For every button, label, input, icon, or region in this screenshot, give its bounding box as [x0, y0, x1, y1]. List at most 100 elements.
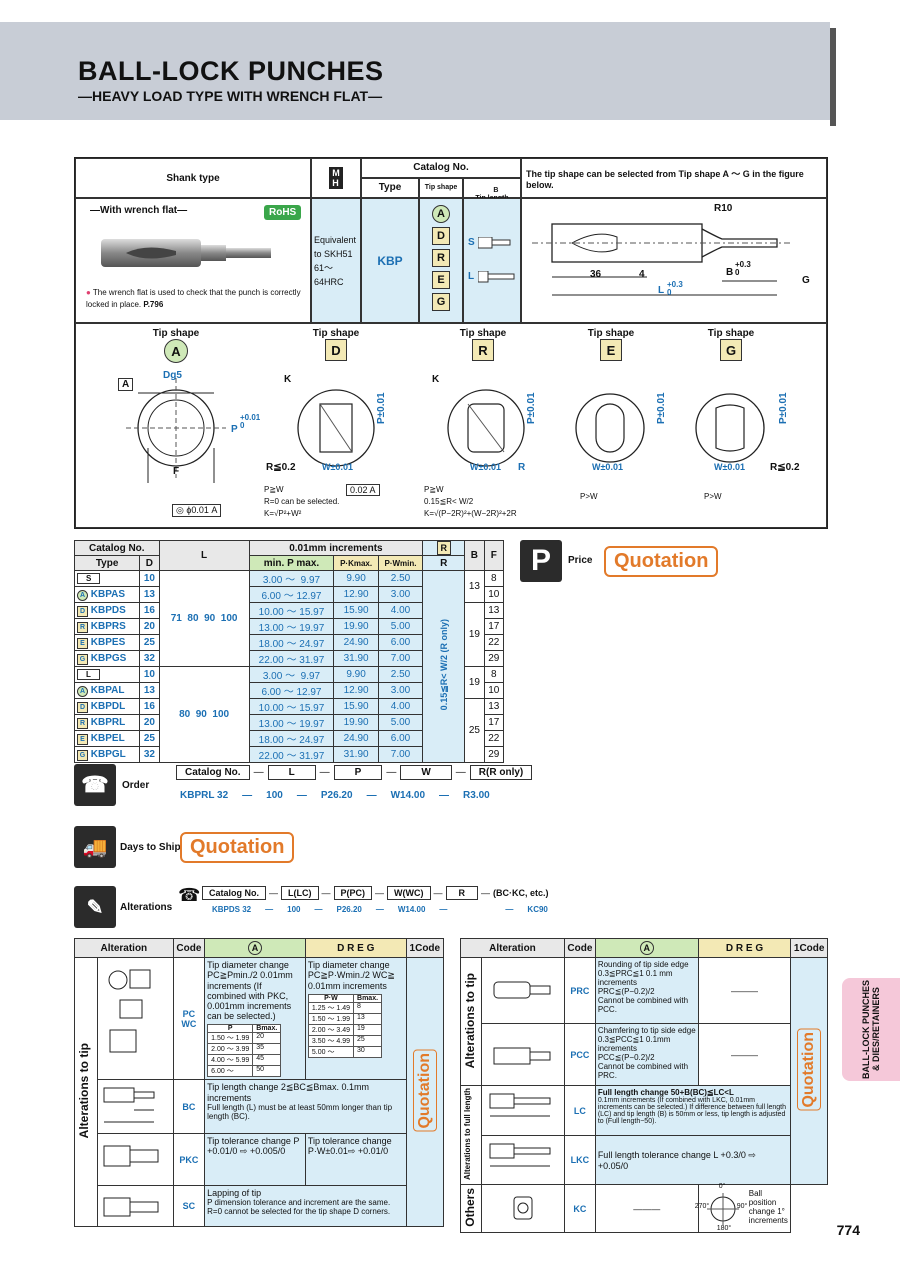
punch-drawing — [532, 223, 792, 296]
alt-right-table: Alteration Code A D R E G 1Code Alterati… — [460, 938, 828, 1233]
with-wrench-flat: —With wrench flat— — [90, 205, 188, 216]
spec-pk: 15.90 — [333, 602, 379, 619]
spec-h-increment: 0.01mm increments — [248, 540, 424, 556]
alt-code-prc: PRC — [570, 985, 590, 996]
alt-prc-note: Cannot be combined with PCC. — [597, 996, 689, 1014]
alt-pkc-a: Tip tolerance change P +0.01/0 ⇨ +0.005/… — [204, 1133, 306, 1186]
spec-d: 25 — [139, 730, 160, 747]
shape-list-cell: A D R E G — [419, 198, 463, 323]
side-tab[interactable]: BALL-LOCK PUNCHES & DIES/RETAINERS — [842, 978, 900, 1081]
spec-h-r-badge: R — [422, 540, 466, 556]
alt-ex-w: W14.00 — [397, 905, 426, 914]
tip-d-note-1: P≧W — [264, 485, 284, 494]
prc-diagram — [493, 981, 551, 999]
spec-type: R KBPRL — [73, 714, 141, 731]
tip-a-concentricity: ◎ ϕ0.01 A — [172, 504, 222, 517]
alterations-format: Catalog No.— L(LC)— P(PC)— W(WC)— R— (BC… — [202, 886, 549, 900]
spec-pk: 19.90 — [333, 714, 379, 731]
spec-d: 32 — [139, 650, 160, 667]
spec-d: 16 — [139, 602, 160, 619]
mh-header: M H — [311, 158, 361, 198]
spec-pk: 9.90 — [333, 666, 379, 683]
tip-d-k: K — [284, 374, 292, 385]
alt-field-etc: (BC·KC, etc.) — [493, 888, 549, 898]
spec-pk: 31.90 — [333, 746, 379, 763]
alt-right-group-others: Others — [463, 1188, 477, 1227]
spec-h-b: B — [464, 540, 485, 571]
kc-angle-diagram — [706, 1193, 739, 1225]
alt-sc-note-1: P dimension tolerance and increment are … — [207, 1198, 391, 1207]
pcc-diagram — [493, 1047, 551, 1065]
tip-note: The tip shape can be selected from Tip s… — [526, 168, 804, 190]
tip-shape-g-drawing — [695, 393, 765, 463]
tip-d-note-2: R=0 can be selected. — [264, 497, 340, 506]
catalog-no-label: Catalog No. — [413, 162, 469, 173]
order-field-w: W — [400, 765, 452, 780]
tip-d-note-3: K=√P²+W² — [264, 509, 302, 518]
alt-left-quotation: Quotation — [412, 1050, 437, 1132]
spec-d: 20 — [139, 618, 160, 635]
spec-f: 17 — [483, 618, 505, 635]
tip-e-note: P>W — [580, 492, 598, 501]
alt-left-h-dreg: D R E G — [304, 938, 407, 958]
truck-icon: 🚚 — [74, 826, 116, 868]
tip-shape-d-badge: D — [325, 339, 347, 361]
tip-shape-r-drawing — [447, 389, 525, 467]
price-icon: P — [520, 540, 562, 582]
spec-pw: 3.00 — [377, 682, 424, 699]
alt-right-img-lc — [480, 1084, 565, 1137]
alt-ex-p: P26.20 — [336, 905, 362, 914]
spec-type: G KBPGL — [73, 746, 141, 763]
spec-p-range: 13.00 ～ 19.97 — [248, 714, 335, 731]
dim-r10: R10 — [714, 203, 733, 214]
order-ex-r: R3.00 — [463, 790, 490, 801]
spec-l: 80 90 100 — [158, 666, 250, 763]
spec-pk: 15.90 — [333, 698, 379, 715]
tip-r-p: P±0.01 — [526, 392, 537, 424]
alt-code-lc: LC — [573, 1105, 586, 1116]
tip-shape-label-r: Tip shape — [459, 328, 507, 339]
tip-r-r: R — [518, 462, 526, 473]
alt-right-h-a-badge: A — [639, 941, 654, 955]
spec-f: 13 — [483, 602, 505, 619]
spec-b: 19 — [464, 666, 485, 699]
spec-h-r: R — [422, 555, 466, 571]
spec-p-range: 18.00 ～ 24.97 — [248, 730, 335, 747]
price-quotation: Quotation — [604, 546, 719, 577]
catalog-no-header: Catalog No. — [361, 158, 521, 178]
tip-shape-label-e: Tip shape — [587, 328, 635, 339]
tip-shape-d-header: Tip shape D — [296, 328, 376, 361]
order-field-catalog: Catalog No. — [176, 765, 250, 780]
spec-pk: 31.90 — [333, 650, 379, 667]
alt-field-catalog: Catalog No. — [202, 886, 267, 900]
tip-note-cell: The tip shape can be selected from Tip s… — [521, 158, 827, 198]
spec-pw: 6.00 — [377, 634, 424, 651]
wrench-page-link[interactable]: P.796 — [143, 300, 164, 309]
alt-prc-text: Rounding of tip side edge 0.3≦PRC≦1 0.1 … — [597, 960, 689, 996]
kc-angle-270: 270° — [694, 1203, 710, 1210]
spec-pw: 7.00 — [377, 650, 424, 667]
spec-f: 10 — [483, 682, 505, 699]
lkc-diagram — [489, 1143, 551, 1167]
alt-left-h-1code: 1Code — [405, 938, 445, 958]
tip-length-cell: S L — [463, 198, 521, 323]
shape-g-badge: G — [432, 293, 450, 311]
tip-g-note: P>W — [704, 492, 722, 501]
alt-field-w: W(WC) — [387, 886, 431, 900]
tip-e-w: W±0.01 — [592, 462, 623, 472]
tip-g-r: R≦0.2 — [770, 462, 800, 473]
tip-shape-g-header: Tip shape G — [691, 328, 771, 361]
dim-l: L — [658, 285, 665, 296]
spec-p-range: 10.00 ～ 15.97 — [248, 602, 335, 619]
